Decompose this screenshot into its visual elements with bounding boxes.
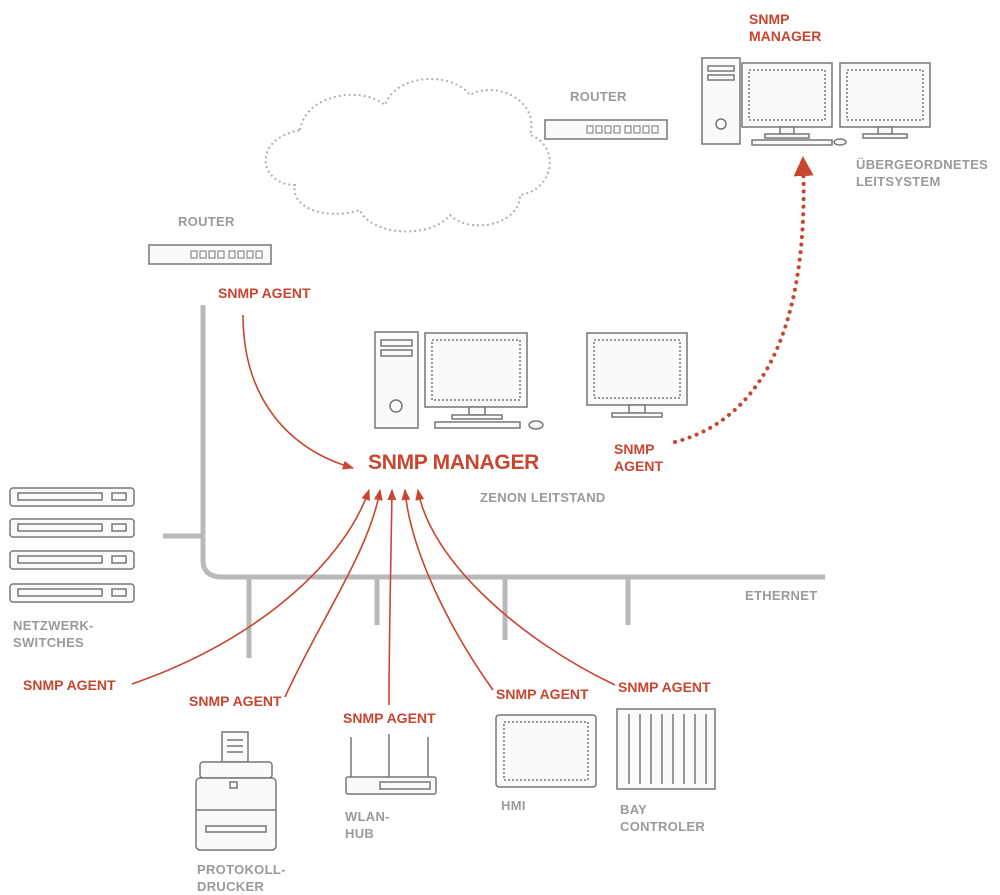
leitsystem-label: ÜBERGEORDNETES LEITSYSTEM xyxy=(856,157,989,189)
zenon-snmp-agent-label: SNMP AGENT xyxy=(614,441,663,474)
hmi-label: HMI xyxy=(501,798,526,813)
network-switch-icon xyxy=(9,487,135,603)
printer-icon xyxy=(195,731,277,851)
switches-label: NETZWERK- SWITCHES xyxy=(13,618,94,650)
wlan-hub-label: WLAN- HUB xyxy=(345,809,390,841)
left-router-label: ROUTER xyxy=(178,214,235,229)
router-snmp-agent-label: SNMP AGENT xyxy=(218,285,311,301)
ethernet-line xyxy=(163,305,825,658)
monitor-icon xyxy=(586,332,688,418)
monitor-icon xyxy=(741,62,847,146)
monitor-icon xyxy=(839,62,931,139)
printer-label: PROTOKOLL- DRUCKER xyxy=(197,862,286,894)
main-snmp-manager-label: SNMP MANAGER xyxy=(368,451,540,474)
wlan-router-icon xyxy=(345,734,437,795)
monitor-icon xyxy=(424,332,544,430)
switch-snmp-agent-label: SNMP AGENT xyxy=(23,677,116,693)
bay-controller-icon xyxy=(616,708,716,790)
zenon-leitstand-label: ZENON LEITSTAND xyxy=(480,490,606,505)
ethernet-label: ETHERNET xyxy=(745,588,818,603)
wlan-snmp-agent-label: SNMP AGENT xyxy=(343,710,436,726)
hmi-panel-icon xyxy=(495,714,597,788)
bay-controller-label: BAY CONTROLER xyxy=(620,802,706,834)
tower-pc-icon xyxy=(374,331,419,429)
router-icon xyxy=(544,119,668,140)
snmp-arrows xyxy=(131,314,616,706)
hmi-snmp-agent-label: SNMP AGENT xyxy=(496,686,589,702)
snmp-trap-arrow xyxy=(673,156,814,444)
top-snmp-manager-label: SNMP MANAGER xyxy=(749,11,822,44)
tower-pc-icon xyxy=(701,57,741,145)
top-router-label: ROUTER xyxy=(570,89,627,104)
bay-snmp-agent-label: SNMP AGENT xyxy=(618,679,711,695)
cloud-icon xyxy=(264,78,551,233)
router-icon xyxy=(148,244,272,265)
printer-snmp-agent-label: SNMP AGENT xyxy=(189,693,282,709)
